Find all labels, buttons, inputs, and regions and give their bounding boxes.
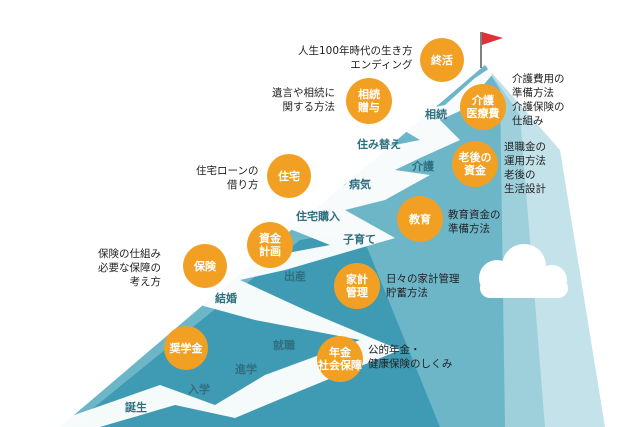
event-label-shussan: 出産 bbox=[284, 270, 306, 283]
description-line: 運用方法 bbox=[504, 155, 546, 167]
description-line: 借り方 bbox=[226, 179, 259, 191]
event-label-jutaku-konyu: 住宅購入 bbox=[296, 210, 340, 223]
topic-description-kyoiku: 教育資金の 準備方法 bbox=[448, 208, 501, 236]
description-line: 公的年金・ bbox=[368, 344, 421, 356]
topic-line: 教育 bbox=[409, 212, 431, 226]
event-label-sumikae: 住み替え bbox=[357, 138, 401, 151]
topic-line: 住宅 bbox=[278, 169, 300, 183]
event-label-kaigo: 介護 bbox=[412, 160, 434, 173]
description-line: 仕組み bbox=[512, 115, 544, 127]
topic-circle-shogakukin: 奨学金 bbox=[164, 326, 208, 370]
topic-circle-iryo: 介護 医療費 bbox=[460, 84, 506, 130]
topic-circle-rogo: 老後の 資金 bbox=[452, 141, 498, 187]
topic-line: 老後の bbox=[458, 151, 492, 164]
description-line: 考え方 bbox=[129, 276, 162, 288]
event-label-shushoku: 就職 bbox=[273, 339, 295, 352]
topic-circle-nenkin: 年金 社会保障 bbox=[317, 336, 363, 382]
topic-description-sozoku-zoyo: 遺言や相続に 関する方法 bbox=[272, 86, 335, 114]
description-line: 貯蓄方法 bbox=[386, 287, 428, 299]
event-label-nyugaku: 入学 bbox=[188, 383, 210, 396]
topic-circle-shukatsu: 終活 bbox=[420, 38, 464, 82]
description-line: 健康保険のしくみ bbox=[368, 358, 453, 370]
topic-description-iryo: 介護費用の 準備方法 介護保険の 仕組み bbox=[512, 72, 565, 128]
description-line: 生活設計 bbox=[504, 183, 546, 195]
topic-line: 資金 bbox=[464, 164, 486, 177]
topic-line: 保険 bbox=[194, 259, 216, 273]
topic-circle-jutaku: 住宅 bbox=[267, 154, 311, 198]
topic-line: 管理 bbox=[346, 286, 368, 299]
zigzag-road bbox=[40, 68, 492, 427]
event-label-tanjo: 誕生 bbox=[125, 401, 147, 414]
topic-description-shukatsu: 人生100年時代の生き方 エンディング bbox=[298, 44, 413, 72]
topic-description-jutaku: 住宅ローンの 借り方 bbox=[196, 164, 258, 192]
topic-description-kakei: 日々の家計管理 貯蓄方法 bbox=[386, 272, 460, 300]
description-line: 関する方法 bbox=[282, 101, 336, 113]
topic-line: 計画 bbox=[259, 245, 281, 258]
event-label-byoki: 病気 bbox=[349, 178, 371, 191]
topic-line: 贈与 bbox=[358, 101, 380, 114]
description-line: 老後の bbox=[504, 169, 536, 181]
description-line: 準備方法 bbox=[512, 87, 554, 99]
description-line: 人生100年時代の生き方 bbox=[298, 45, 413, 57]
topic-line: 資金 bbox=[259, 232, 281, 245]
event-label-sozoku: 相続 bbox=[425, 108, 447, 121]
topic-description-rogo: 退職金の 運用方法 老後の 生活設計 bbox=[504, 140, 546, 196]
topic-circle-hoken: 保険 bbox=[183, 244, 227, 288]
summit-flag-icon bbox=[482, 32, 503, 45]
topic-line: 社会保障 bbox=[318, 359, 362, 372]
topic-line: 医療費 bbox=[466, 107, 500, 120]
topic-circle-sozoku-zoyo: 相続 贈与 bbox=[346, 78, 392, 124]
description-line: 保険の仕組み bbox=[98, 248, 161, 260]
description-line: 必要な保障の bbox=[98, 262, 161, 274]
description-line: 住宅ローンの bbox=[196, 165, 259, 177]
event-label-kosodate: 子育て bbox=[343, 233, 376, 246]
topic-circle-kakei: 家計 管理 bbox=[334, 263, 380, 309]
description-line: 日々の家計管理 bbox=[386, 273, 460, 285]
topic-description-nenkin: 公的年金・ 健康保険のしくみ bbox=[368, 343, 452, 371]
cloud-icon bbox=[479, 244, 568, 298]
description-line: 退職金の bbox=[504, 141, 546, 153]
description-line: 教育資金の bbox=[448, 209, 501, 221]
description-line: 準備方法 bbox=[448, 223, 490, 235]
topic-line: 家計 bbox=[346, 273, 368, 286]
description-line: 介護費用の bbox=[512, 73, 565, 85]
topic-description-hoken: 保険の仕組み 必要な保障の 考え方 bbox=[98, 247, 161, 289]
event-label-shingaku: 進学 bbox=[235, 363, 257, 376]
topic-line: 介護 bbox=[472, 94, 494, 107]
topic-line: 奨学金 bbox=[169, 341, 203, 355]
topic-circle-kyoiku: 教育 bbox=[397, 196, 443, 242]
topic-line: 年金 bbox=[329, 346, 351, 359]
topic-line: 終活 bbox=[431, 53, 453, 67]
topic-line: 相続 bbox=[358, 88, 380, 101]
description-line: 遺言や相続に bbox=[272, 87, 335, 99]
topic-circle-shikin: 資金 計画 bbox=[247, 222, 293, 268]
event-label-kekkon: 結婚 bbox=[215, 292, 237, 305]
description-line: エンディング bbox=[350, 59, 413, 71]
description-line: 介護保険の bbox=[512, 101, 565, 113]
